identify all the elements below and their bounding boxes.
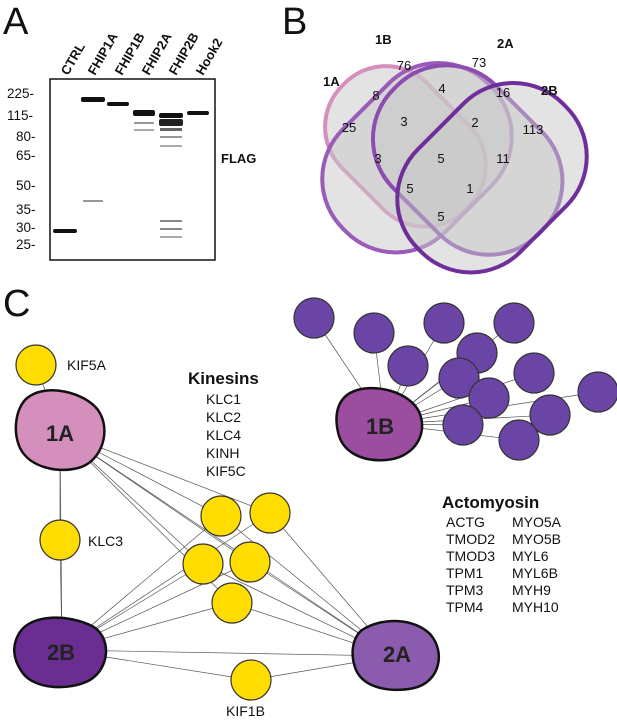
hub-label: 1B (366, 414, 394, 439)
actomyosin-item: TPM1 (446, 565, 484, 581)
lane-labels: CTRL FHIP1A FHIP1B FHIP2A FHIP2B Hook2 (58, 29, 226, 77)
node-actomyosin (529, 394, 571, 436)
actomyosin-item: TMOD3 (446, 548, 495, 564)
panel-label-c: C (3, 283, 30, 325)
venn-count: 8 (372, 88, 379, 103)
node-kinesin (229, 541, 271, 583)
actomyosin-item: ACTG (446, 514, 485, 530)
gene-label: KIF1B (226, 703, 265, 719)
blot-bands (53, 97, 209, 238)
venn-label: 2A (497, 36, 514, 51)
venn-count: 4 (438, 81, 445, 96)
venn-count: 5 (437, 151, 444, 166)
mw-marker: 50- (16, 178, 36, 193)
antibody-label: FLAG (221, 151, 256, 166)
venn-count: 5 (437, 209, 444, 224)
venn-set-labels: 1A 1B 2A 2B (323, 32, 558, 98)
venn-counts: 25 76 73 113 8 4 16 3 2 3 5 11 5 1 5 (342, 55, 544, 224)
hub-labels: 1A 1B 2B 2A (46, 414, 411, 667)
actomyosin-item: MYO5B (512, 531, 561, 547)
venn-count: 2 (471, 115, 478, 130)
node-2b (13, 616, 108, 689)
gene-label: KLC3 (88, 533, 123, 549)
actomyosin-list: Actomyosin ACTG TMOD2 TMOD3 TPM1 TPM3 TP… (442, 493, 562, 615)
node-1a (14, 389, 106, 472)
actomyosin-item: MYL6B (512, 565, 558, 581)
kinesin-item: KLC2 (206, 409, 241, 425)
mw-marker: 30- (16, 220, 36, 235)
kinesins-title: Kinesins (188, 369, 259, 388)
node-actomyosin (387, 345, 429, 387)
actomyosin-item: TPM4 (446, 599, 484, 615)
venn-count: 3 (374, 151, 381, 166)
actomyosin-item: MYO5A (512, 514, 562, 530)
node-1b (335, 386, 424, 462)
kinesins-list: Kinesins KLC1 KLC2 KLC4 KINH KIF5C (188, 369, 259, 479)
hub-label: 1A (46, 421, 74, 446)
node-actomyosin (493, 302, 535, 344)
node-2a (351, 619, 441, 692)
node-actomyosin (353, 312, 395, 354)
hub-label: 2B (47, 640, 75, 665)
actomyosin-nodes (293, 297, 617, 461)
mw-marker: 115- (7, 108, 33, 123)
node-actomyosin (577, 371, 617, 413)
node-klc3 (39, 519, 81, 561)
kinesin-item: KLC4 (206, 427, 241, 443)
venn-set-2b (395, 80, 589, 275)
lane-label: CTRL (58, 40, 88, 78)
gene-label: KIF5A (67, 357, 107, 373)
mw-marker: 25- (16, 237, 36, 252)
mw-marker: 65- (16, 148, 36, 163)
node-actomyosin (513, 352, 555, 394)
venn-label: 1A (323, 74, 340, 89)
mw-marker: 35- (16, 202, 36, 217)
panel-label-a: A (3, 1, 29, 43)
node-actomyosin (442, 404, 484, 446)
mw-marker: 80- (16, 129, 36, 144)
venn-count: 1 (466, 181, 473, 196)
venn-count: 3 (400, 114, 407, 129)
node-kinesin (211, 582, 253, 624)
panel-label-b: B (282, 1, 307, 43)
actomyosin-item: TPM3 (446, 582, 484, 598)
node-actomyosin (498, 419, 540, 461)
venn-count: 73 (472, 55, 486, 70)
venn-count: 113 (523, 122, 544, 137)
mw-markers: 225- 115- 80- 65- 50- 35- 30- 25- (7, 86, 36, 252)
node-kif1b (230, 659, 272, 701)
venn-diagram (320, 60, 589, 275)
hub-nodes (13, 386, 441, 692)
venn-count: 11 (496, 151, 510, 166)
actomyosin-item: MYH9 (512, 582, 551, 598)
kinesin-item: KIF5C (206, 463, 246, 479)
venn-count: 76 (397, 58, 411, 73)
node-actomyosin (468, 377, 510, 419)
node-actomyosin (293, 297, 335, 339)
actomyosin-title: Actomyosin (442, 493, 539, 512)
actomyosin-item: TMOD2 (446, 531, 495, 547)
venn-label: 1B (375, 32, 392, 47)
actomyosin-item: MYH10 (512, 599, 559, 615)
venn-count: 25 (342, 120, 356, 135)
mw-marker: 225- (7, 86, 34, 101)
kinesin-nodes (15, 344, 291, 701)
node-actomyosin (438, 357, 480, 399)
node-actomyosin (423, 302, 465, 344)
node-kinesin (249, 492, 291, 534)
venn-label: 2B (541, 83, 558, 98)
actomyosin-item: MYL6 (512, 548, 549, 564)
node-kinesin (182, 543, 224, 585)
venn-count: 16 (496, 85, 510, 100)
node-kinesin (200, 495, 242, 537)
venn-count: 5 (406, 181, 413, 196)
kinesin-item: KLC1 (206, 391, 241, 407)
hub-label: 2A (383, 642, 411, 667)
blot-image (49, 78, 216, 261)
node-kif5a (15, 344, 57, 386)
kinesin-item: KINH (206, 445, 239, 461)
